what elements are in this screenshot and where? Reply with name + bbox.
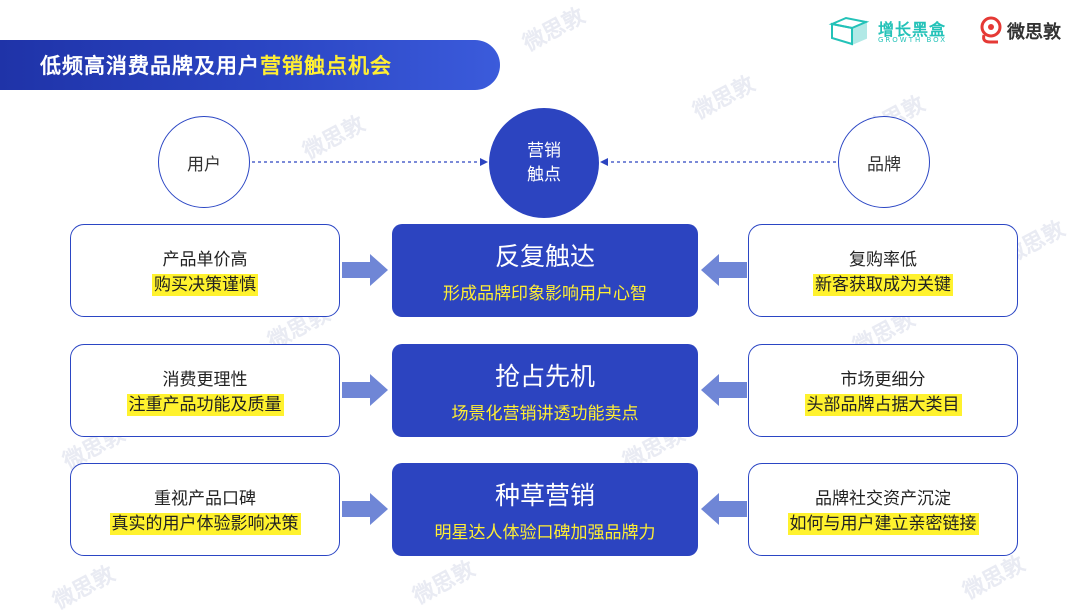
brand-factor-title: 市场更细分: [840, 370, 926, 390]
user-factor-title: 产品单价高: [162, 250, 248, 270]
weisidun-name: 微思敦: [1007, 22, 1061, 43]
user-label: 用户: [187, 154, 221, 175]
arrow-left-icon: [701, 493, 747, 525]
growth-box-logo: 增长黑盒 GROWTH BOX: [828, 14, 963, 48]
brand-label: 品牌: [867, 154, 901, 175]
user-factor-highlight: 注重产品功能及质量: [126, 394, 284, 416]
user-factor-box-2: 消费更理性 注重产品功能及质量: [70, 344, 340, 437]
strategy-subtitle: 形成品牌印象影响用户心智: [443, 284, 647, 304]
brand-factor-title: 复购率低: [849, 250, 917, 270]
user-factor-highlight: 真实的用户体验影响决策: [109, 513, 301, 535]
strategy-box-2: 抢占先机 场景化营销讲透功能卖点: [392, 344, 698, 437]
arrow-left-icon: [701, 374, 747, 406]
brand-circle: 品牌: [838, 116, 930, 208]
title-banner: 低频高消费品牌及用户营销触点机会: [0, 40, 500, 90]
strategy-title: 种草营销: [494, 481, 595, 510]
brand-factor-highlight: 头部品牌占据大类目: [804, 394, 962, 416]
growth-box-cube-icon: [828, 16, 870, 46]
strategy-subtitle: 场景化营销讲透功能卖点: [451, 404, 639, 424]
arrow-right-icon: [342, 493, 388, 525]
arrowhead-right: [480, 158, 488, 166]
brand-factor-box-3: 品牌社交资产沉淀 如何与用户建立亲密链接: [748, 463, 1018, 556]
user-factor-highlight: 购买决策谨慎: [152, 274, 258, 296]
brand-factor-box-2: 市场更细分 头部品牌占据大类目: [748, 344, 1018, 437]
touchpoint-line-2: 触点: [527, 165, 561, 185]
brand-factor-highlight: 如何与用户建立亲密链接: [787, 513, 979, 535]
user-factor-title: 重视产品口碑: [154, 489, 256, 509]
user-factor-title: 消费更理性: [162, 370, 248, 390]
weisidun-logo: 微思敦: [978, 14, 1073, 46]
strategy-box-1: 反复触达 形成品牌印象影响用户心智: [392, 224, 698, 317]
strategy-subtitle: 明星达人体验口碑加强品牌力: [434, 523, 656, 543]
marketing-touchpoint-circle: 营销 触点: [489, 108, 599, 218]
strategy-title: 抢占先机: [494, 362, 595, 391]
arrow-right-icon: [342, 374, 388, 406]
arrow-left-icon: [701, 254, 747, 286]
touchpoint-line-1: 营销: [527, 141, 561, 161]
user-factor-box-1: 产品单价高 购买决策谨慎: [70, 224, 340, 317]
growth-box-name: 增长黑盒: [878, 20, 947, 39]
strategy-box-3: 种草营销 明星达人体验口碑加强品牌力: [392, 463, 698, 556]
brand-factor-box-1: 复购率低 新客获取成为关键: [748, 224, 1018, 317]
growth-box-sub: GROWTH BOX: [878, 36, 948, 44]
title-part-2: 营销触点机会: [260, 54, 392, 78]
user-circle: 用户: [158, 116, 250, 208]
arrow-right-icon: [342, 254, 388, 286]
weisidun-mark-icon: [980, 16, 1002, 44]
user-factor-box-3: 重视产品口碑 真实的用户体验影响决策: [70, 463, 340, 556]
brand-factor-highlight: 新客获取成为关键: [813, 274, 953, 296]
arrowhead-left: [600, 158, 608, 166]
strategy-title: 反复触达: [494, 242, 595, 271]
brand-factor-title: 品牌社交资产沉淀: [815, 489, 951, 509]
title-part-1: 低频高消费品牌及用户: [40, 54, 260, 78]
